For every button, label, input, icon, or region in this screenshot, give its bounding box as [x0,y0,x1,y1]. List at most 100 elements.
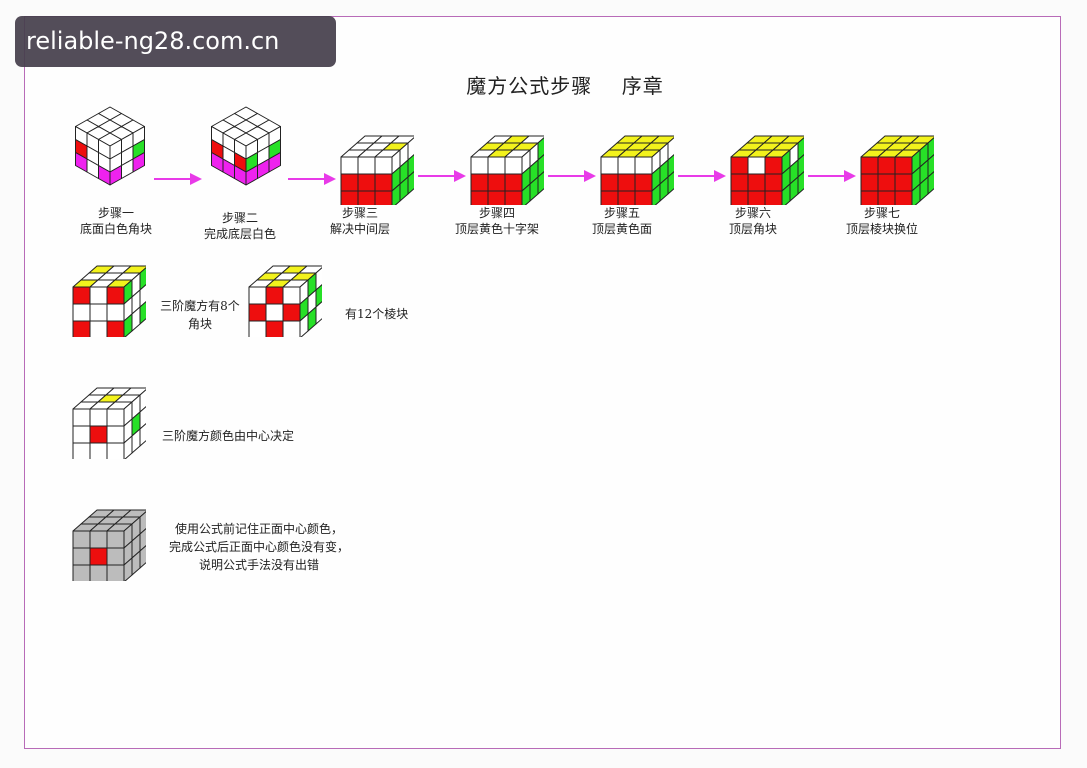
front-face-sticker [72,286,91,305]
step2-name: 步骤二 [221,211,258,225]
side-face-sticker [139,423,146,447]
side-face-sticker [139,284,146,308]
side-face-sticker [667,137,674,161]
front-face-sticker [106,320,125,337]
cube-formula-check [72,509,146,581]
formula-note: 使用公式前记住正面中心颜色， 完成公式后正面中心颜色没有变， 说明公式手法没有出… [160,520,358,574]
side-face-sticker [315,284,322,308]
front-face-sticker [764,173,783,192]
cube-center-pieces [72,387,146,459]
front-face-sticker [487,156,506,175]
front-face-sticker [282,286,301,305]
arrow-step1-to-step2 [154,173,202,185]
right-face-sticker [132,152,145,173]
cube-edge-pieces [248,265,322,337]
diagram-frame [24,16,1061,749]
side-face-sticker [667,154,674,178]
front-face-sticker [248,286,267,305]
front-face-sticker [747,190,766,205]
front-face-sticker [282,320,301,337]
front-face-sticker [106,408,125,427]
side-face-sticker [927,137,934,161]
step1-label: 步骤一 底面白色角块 [70,205,162,237]
cube-step1 [75,106,145,186]
front-face-sticker [504,173,523,192]
side-face-sticker [927,171,934,195]
front-face-sticker [106,547,125,566]
front-face-sticker [340,173,359,192]
front-face-sticker [72,303,91,322]
front-face-sticker [265,286,284,305]
side-face-sticker [797,154,804,178]
front-face-sticker [730,156,749,175]
corners-note-line1: 三阶魔方有8个 [160,299,240,313]
side-face-sticker [537,171,544,195]
front-face-sticker [357,173,376,192]
front-face-sticker [72,564,91,581]
arrow-step4-to-step5 [548,170,596,182]
front-face-sticker [617,190,636,205]
step3-label: 步骤三 解决中间层 [314,205,406,237]
side-face-sticker [797,171,804,195]
front-face-sticker [894,173,913,192]
front-face-sticker [357,190,376,205]
side-face-sticker [139,406,146,430]
front-face-sticker [894,156,913,175]
front-face-sticker [89,303,108,322]
arrow-step2-to-step3 [288,173,336,185]
front-face-sticker [89,408,108,427]
front-face-sticker [89,320,108,337]
front-face-sticker [106,286,125,305]
step3-desc: 解决中间层 [329,222,390,236]
page-title: 魔方公式步骤 序章 [466,74,664,98]
side-face-sticker [315,267,322,291]
step4-desc: 顶层黄色十字架 [454,222,539,236]
side-face-sticker [139,301,146,325]
front-face-sticker [764,190,783,205]
front-face-sticker [357,156,376,175]
front-face-sticker [860,190,879,205]
front-face-sticker [72,320,91,337]
front-face-sticker [72,408,91,427]
cube-step2 [211,106,281,186]
front-face-sticker [89,286,108,305]
front-face-sticker [282,303,301,322]
front-face-sticker [72,442,91,459]
step4-name: 步骤四 [478,206,515,220]
arrow-step5-to-step6 [678,170,726,182]
formula-note-line1: 使用公式前记住正面中心颜色， [174,522,343,536]
front-face-sticker [894,190,913,205]
step7-label: 步骤七 顶层棱块换位 [830,205,934,237]
front-face-sticker [265,303,284,322]
side-face-sticker [537,154,544,178]
step3-name: 步骤三 [341,206,378,220]
step4-label: 步骤四 顶层黄色十字架 [442,205,552,237]
step1-name: 步骤一 [97,206,134,220]
front-face-sticker [89,530,108,549]
front-face-sticker [877,173,896,192]
front-face-sticker [600,190,619,205]
front-face-sticker [504,156,523,175]
step5-label: 步骤五 顶层黄色面 [576,205,668,237]
arrow-step6-to-step7 [808,170,856,182]
front-face-sticker [106,442,125,459]
front-face-sticker [248,320,267,337]
front-face-sticker [730,173,749,192]
front-face-sticker [89,564,108,581]
step2-desc: 完成底层白色 [203,227,276,241]
front-face-sticker [600,173,619,192]
cube-step4 [470,135,544,205]
front-face-sticker [89,442,108,459]
watermark: reliable-ng28.com.cn [15,16,336,67]
side-face-sticker [407,137,414,161]
side-face-sticker [315,301,322,325]
front-face-sticker [487,190,506,205]
front-face-sticker [764,156,783,175]
side-face-sticker [537,137,544,161]
step6-label: 步骤六 顶层角块 [707,205,799,237]
corners-note: 三阶魔方有8个 角块 [158,297,242,333]
front-face-sticker [374,173,393,192]
front-face-sticker [72,530,91,549]
front-face-sticker [634,156,653,175]
front-face-sticker [617,173,636,192]
